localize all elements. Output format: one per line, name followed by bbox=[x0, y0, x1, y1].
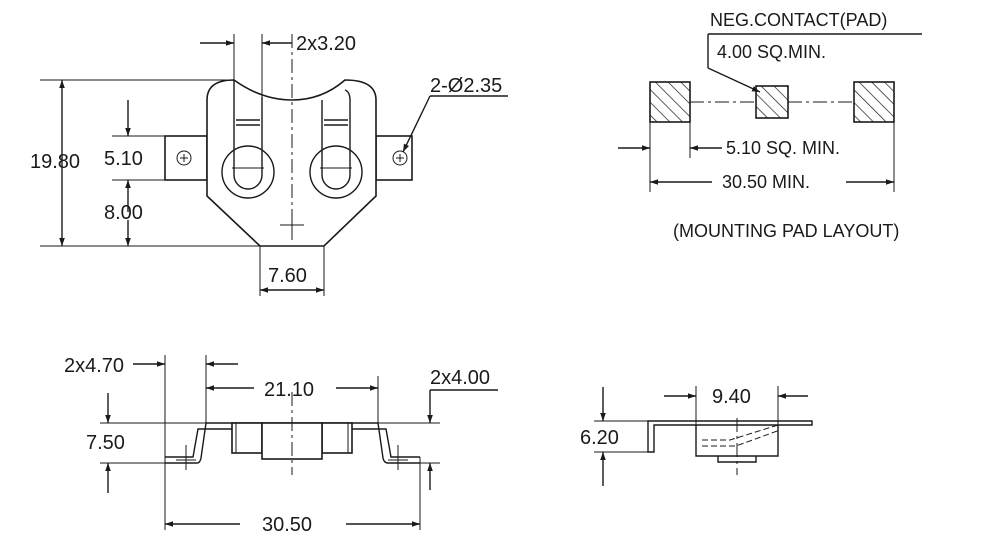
dim-side-width: 9.40 bbox=[712, 386, 751, 408]
neg-contact-size: 4.00 SQ.MIN. bbox=[717, 42, 826, 62]
center-pad bbox=[755, 85, 789, 119]
top-view: 2x3.20 2-Ø2.35 19.80 5.10 8.00 7.60 bbox=[30, 33, 508, 296]
dim-left-foot: 2x4.70 bbox=[64, 355, 124, 377]
side-view: 9.40 6.20 bbox=[580, 386, 813, 486]
dim-overall-height: 19.80 bbox=[30, 151, 80, 173]
front-view: 2x4.70 21.10 2x4.00 7.50 30.50 bbox=[64, 355, 498, 536]
pad-size-dim: 5.10 SQ. MIN. bbox=[726, 138, 840, 158]
right-contact-slot bbox=[321, 89, 351, 190]
left-pad bbox=[649, 81, 691, 123]
dim-tab-height: 5.10 bbox=[104, 148, 143, 170]
left-mounting-hole bbox=[176, 150, 192, 166]
pad-layout-caption: (MOUNTING PAD LAYOUT) bbox=[673, 221, 899, 241]
dim-inner-span: 21.10 bbox=[264, 379, 314, 401]
pad-layout-view: NEG.CONTACT(PAD) 4.00 SQ.MIN. 5.10 SQ. M… bbox=[618, 10, 922, 241]
right-mounting-hole bbox=[392, 150, 408, 166]
pad-span-dim: 30.50 MIN. bbox=[722, 172, 810, 192]
dim-side-height: 6.20 bbox=[580, 427, 619, 449]
neg-contact-label: NEG.CONTACT(PAD) bbox=[710, 10, 887, 30]
left-contact-slot bbox=[233, 80, 263, 155]
dim-lower-offset: 8.00 bbox=[104, 202, 143, 224]
dim-bottom-width: 7.60 bbox=[268, 265, 307, 287]
dim-hole-diameter: 2-Ø2.35 bbox=[430, 75, 502, 97]
right-mounting-tab bbox=[375, 135, 413, 181]
dim-front-height: 7.50 bbox=[86, 432, 125, 454]
dim-right-foot: 2x4.00 bbox=[430, 367, 490, 389]
right-pad bbox=[853, 81, 895, 123]
dim-front-overall-width: 30.50 bbox=[262, 514, 312, 536]
side-view-profile bbox=[647, 420, 813, 453]
dim-slot-width: 2x3.20 bbox=[296, 33, 356, 55]
